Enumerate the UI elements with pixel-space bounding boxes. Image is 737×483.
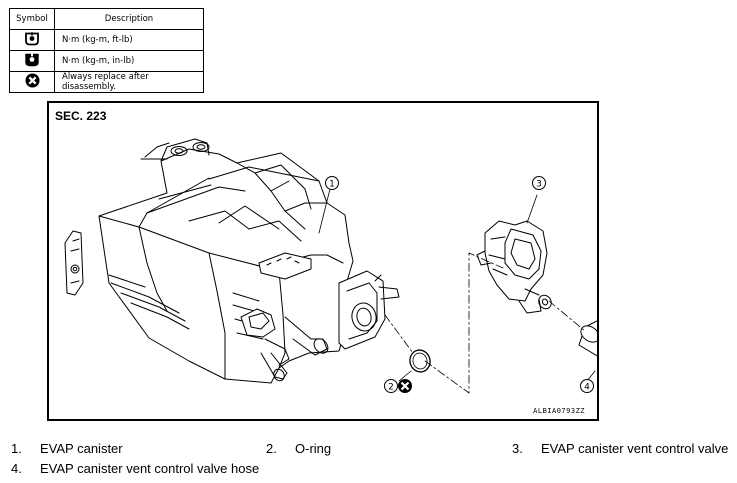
legend-row: N·m (kg-m, in-lb): [9, 50, 204, 72]
legend-description: N·m (kg-m, ft-lb): [54, 29, 204, 51]
part-number: 1.: [11, 441, 22, 456]
part-name: EVAP canister vent control valve: [541, 441, 729, 456]
part-name: EVAP canister vent control valve hose: [40, 461, 260, 476]
figure-reference-code: ALBIA0793ZZ: [533, 407, 585, 415]
torque-wrench-ftlb-icon: [24, 31, 40, 49]
callout-2: 2: [388, 383, 394, 393]
part-number: 4.: [11, 461, 22, 476]
callout-1: 1: [329, 180, 335, 190]
legend-row: Always replace after disassembly.: [9, 71, 204, 93]
o-ring: [409, 349, 431, 373]
legend-description: Always replace after disassembly.: [54, 71, 204, 93]
part-name: O-ring: [295, 441, 332, 456]
symbol-legend-table: Symbol Description N·m (kg-m, ft-lb): [9, 8, 204, 93]
always-replace-icon: [25, 73, 40, 91]
legend-header-symbol: Symbol: [9, 8, 55, 30]
section-label: SEC. 223: [55, 109, 107, 123]
legend-row: N·m (kg-m, ft-lb): [9, 29, 204, 51]
exploded-view-diagram: SEC. 223: [47, 101, 599, 421]
always-replace-icon: [398, 379, 412, 393]
vent-control-valve: [476, 220, 552, 314]
callout-3: 3: [536, 180, 542, 190]
vent-control-valve-hose: [578, 320, 597, 357]
torque-wrench-inlb-icon: [24, 52, 40, 70]
part-number: 3.: [512, 441, 523, 456]
legend-header-row: Symbol Description: [9, 8, 204, 30]
evap-canister-drawing: 1 2 3 4: [64, 138, 597, 394]
part-name: EVAP canister: [40, 441, 123, 456]
legend-description: N·m (kg-m, in-lb): [54, 50, 204, 72]
part-number: 2.: [266, 441, 277, 456]
legend-header-description: Description: [54, 8, 204, 30]
callout-4: 4: [584, 383, 590, 393]
